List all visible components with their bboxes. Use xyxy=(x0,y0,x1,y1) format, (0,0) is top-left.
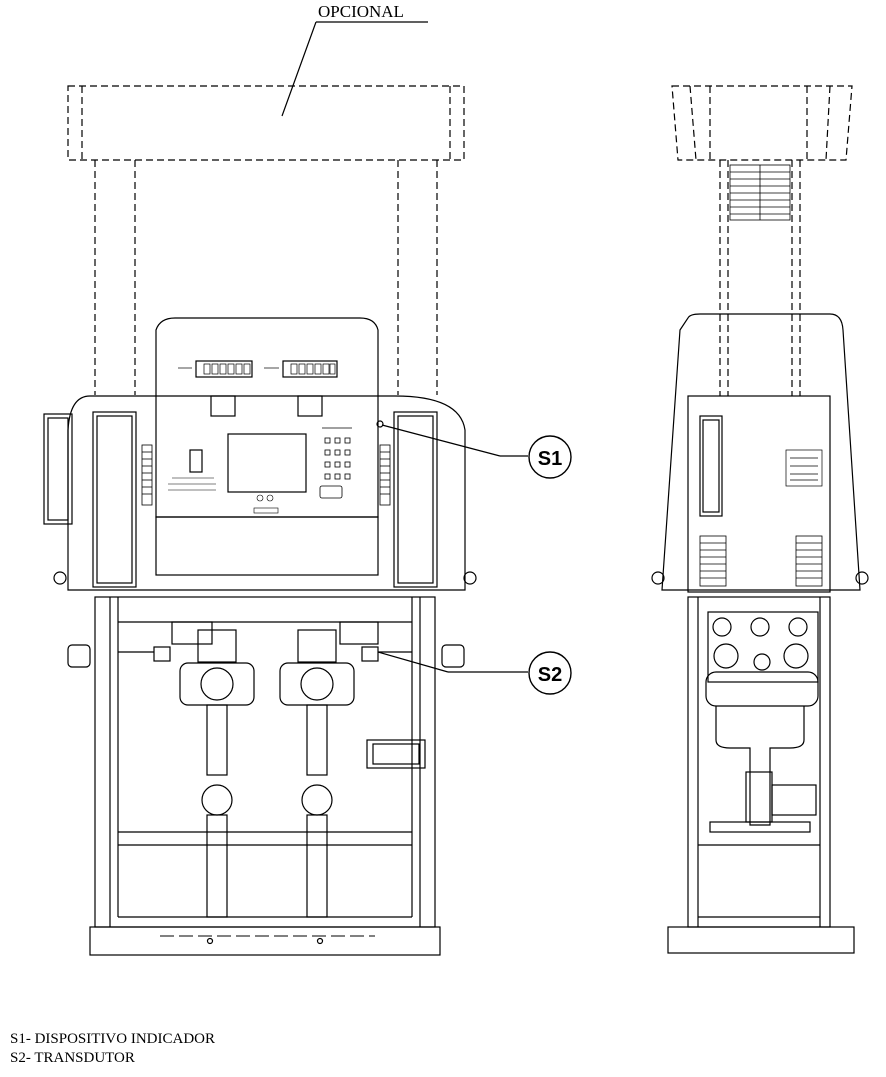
optional-label: OPCIONAL xyxy=(318,2,404,21)
s2-leader xyxy=(377,651,449,673)
upper-housing-front xyxy=(43,395,477,591)
optional-canopy-side xyxy=(671,85,853,396)
legend: S1- DISPOSITIVO INDICADOR S2- TRANSDUTOR xyxy=(10,1030,215,1068)
s1-callout-label: S1 xyxy=(538,448,562,470)
indicator-head xyxy=(155,317,384,576)
side-view xyxy=(651,85,869,954)
front-view xyxy=(43,21,477,956)
display-left xyxy=(195,360,253,378)
meter-left xyxy=(153,621,255,918)
lower-frame-front xyxy=(67,596,465,956)
legend-s2: S2- TRANSDUTOR xyxy=(10,1050,135,1066)
s1-leader xyxy=(381,424,501,457)
s2-callout-label: S2 xyxy=(538,664,562,686)
s1-callout-circle xyxy=(528,435,572,479)
legend-s1: S1- DISPOSITIVO INDICADOR xyxy=(10,1031,216,1047)
optional-canopy-front xyxy=(67,85,465,395)
display-right xyxy=(282,360,338,378)
s2-callout-circle xyxy=(528,651,572,695)
keypad xyxy=(319,427,352,499)
optional-leader xyxy=(281,21,317,117)
screen xyxy=(227,433,307,493)
meter-right xyxy=(279,621,379,918)
